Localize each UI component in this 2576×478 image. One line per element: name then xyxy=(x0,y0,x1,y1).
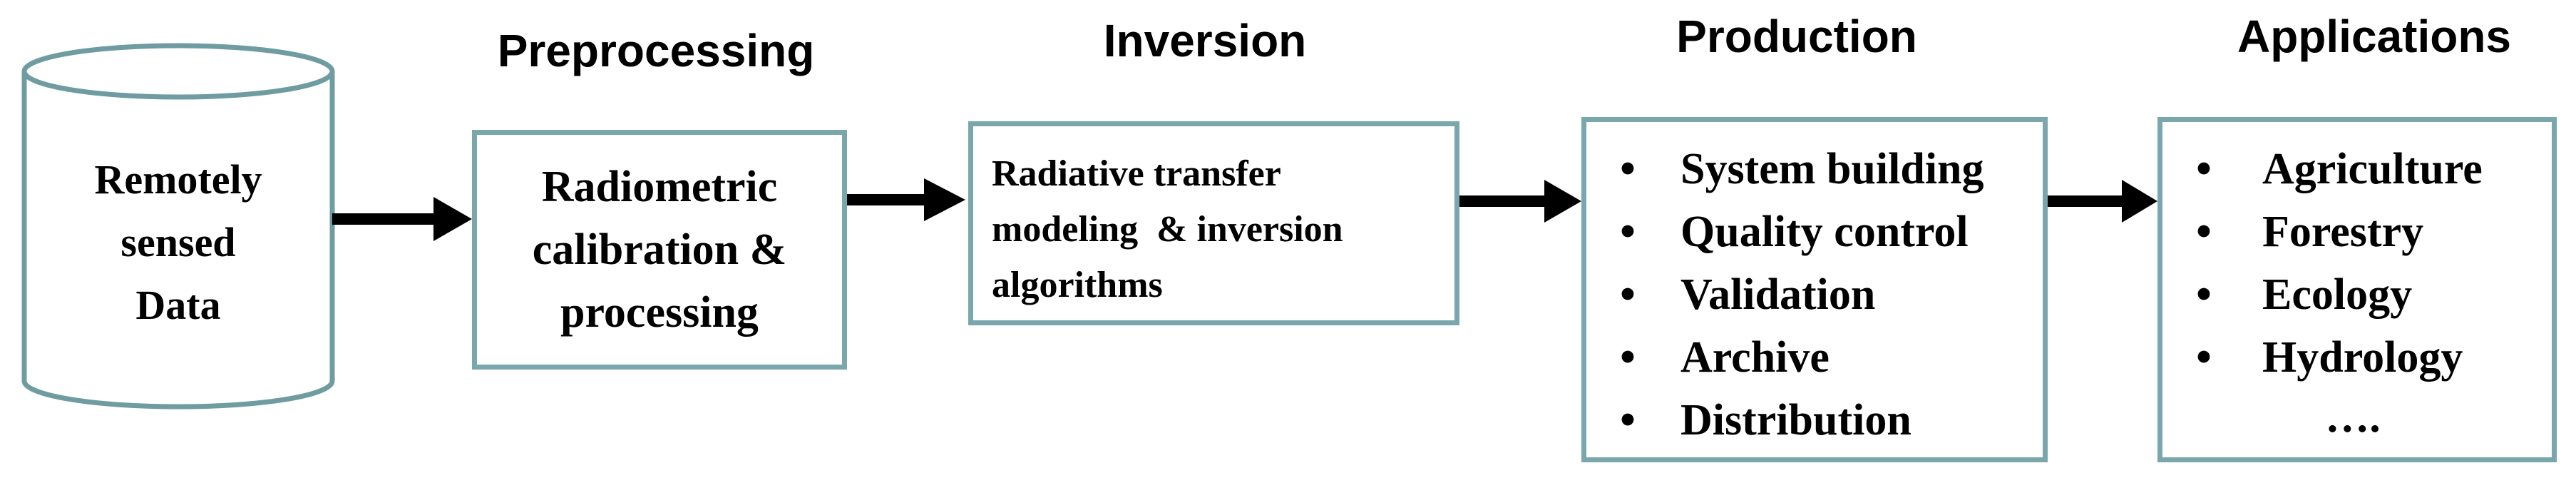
application-item: Ecology xyxy=(2262,270,2413,319)
list-item: • Distribution xyxy=(1606,389,2043,452)
data-source-line-2: sensed xyxy=(120,219,236,265)
application-item: Agriculture xyxy=(2262,144,2483,193)
bullet-icon: • xyxy=(2196,207,2212,256)
bullet-icon: • xyxy=(1620,144,1636,193)
bullet-icon: • xyxy=(2196,332,2212,382)
preprocessing-line-2: calibration & xyxy=(532,225,787,274)
production-item: Validation xyxy=(1680,270,1876,319)
list-item: • Validation xyxy=(1606,263,2043,326)
data-source-line-1: Remotely xyxy=(94,156,262,203)
applications-list: • Agriculture • Forestry • Ecology • Hyd… xyxy=(2182,138,2552,446)
applications-box: • Agriculture • Forestry • Ecology • Hyd… xyxy=(2157,117,2557,462)
arrow-preprocessing-to-inversion xyxy=(847,178,965,221)
production-item: Archive xyxy=(1680,332,1830,382)
list-item: • Hydrology xyxy=(2182,326,2552,389)
inversion-line-1: Radiative transfer xyxy=(992,153,1281,194)
bullet-icon: • xyxy=(1620,270,1636,319)
bullet-icon: • xyxy=(2196,144,2212,193)
list-item: • Agriculture xyxy=(2182,138,2552,200)
production-list: • System building • Quality control • Va… xyxy=(1606,138,2043,452)
list-item: • System building xyxy=(1606,138,2043,200)
inversion-line-3: algorithms xyxy=(992,265,1163,305)
bullet-icon: • xyxy=(2196,270,2212,319)
flow-arrows xyxy=(332,178,2157,241)
list-item: • Forestry xyxy=(2182,200,2552,263)
preprocessing-line-3: processing xyxy=(560,288,759,337)
heading-preprocessing: Preprocessing xyxy=(497,25,815,76)
bullet-icon: • xyxy=(1620,332,1636,382)
production-item: System building xyxy=(1680,144,1984,193)
preprocessing-box: Radiometric calibration & processing xyxy=(472,130,847,370)
inversion-line-2: modeling & inversion xyxy=(992,209,1343,250)
data-source-line-3: Data xyxy=(135,282,221,328)
data-source-label: Remotely sensed Data xyxy=(24,143,332,342)
arrow-data-to-preprocessing xyxy=(332,197,472,241)
application-item: Hydrology xyxy=(2262,332,2463,382)
heading-production: Production xyxy=(1676,11,1917,62)
arrow-inversion-to-production xyxy=(1459,180,1581,223)
production-item: Quality control xyxy=(1680,207,1969,256)
production-box: • System building • Quality control • Va… xyxy=(1581,117,2048,462)
bullet-icon: • xyxy=(1620,207,1636,256)
preprocessing-line-1: Radiometric xyxy=(541,163,778,211)
heading-inversion: Inversion xyxy=(1103,15,1307,66)
bullet-icon: • xyxy=(1620,395,1636,444)
list-item: • Archive xyxy=(1606,326,2043,389)
list-item: • Ecology xyxy=(2182,263,2552,326)
inversion-box: Radiative transfer modeling & inversion … xyxy=(968,121,1459,325)
production-item: Distribution xyxy=(1680,395,1912,444)
applications-more: …. xyxy=(2325,392,2381,442)
application-item: Forestry xyxy=(2262,207,2424,256)
list-item-more: …. xyxy=(2182,389,2552,446)
arrow-production-to-applications xyxy=(2048,180,2157,223)
cylinder-shape xyxy=(21,43,335,410)
heading-applications: Applications xyxy=(2237,11,2512,62)
list-item: • Quality control xyxy=(1606,200,2043,263)
